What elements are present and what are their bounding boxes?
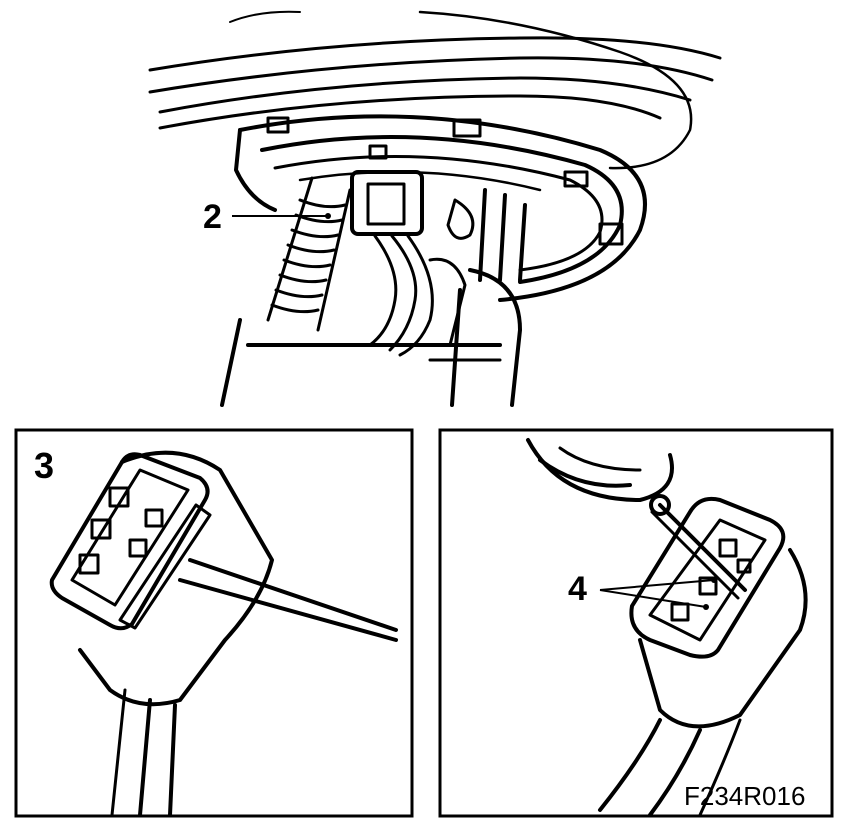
callout-4-leader-b [599,589,707,608]
fuel-lines [148,10,722,170]
detail-panel-left: 3 [14,428,414,818]
connector-left [49,450,398,817]
flange-connector [350,170,434,357]
pump-body [220,188,527,407]
detail-panel-right: 4 F234R016 [438,428,834,818]
connector-right [526,438,808,817]
callout-2-dot [325,213,331,219]
callout-3-label: 3 [34,445,54,486]
callout-4-label: 4 [568,570,587,608]
callout-4-dot-b [703,604,709,610]
top-view-pump-flange: 2 [148,10,722,407]
figure-code: F234R016 [684,781,805,811]
corrugated-hose [266,176,352,332]
callout-2-label: 2 [203,198,222,236]
detail-left-frame [14,428,414,818]
detail-right-frame [438,428,834,818]
flange-ring [234,114,647,302]
callout-4-dot-a [711,577,717,583]
callout-4-leader-a [599,579,715,591]
